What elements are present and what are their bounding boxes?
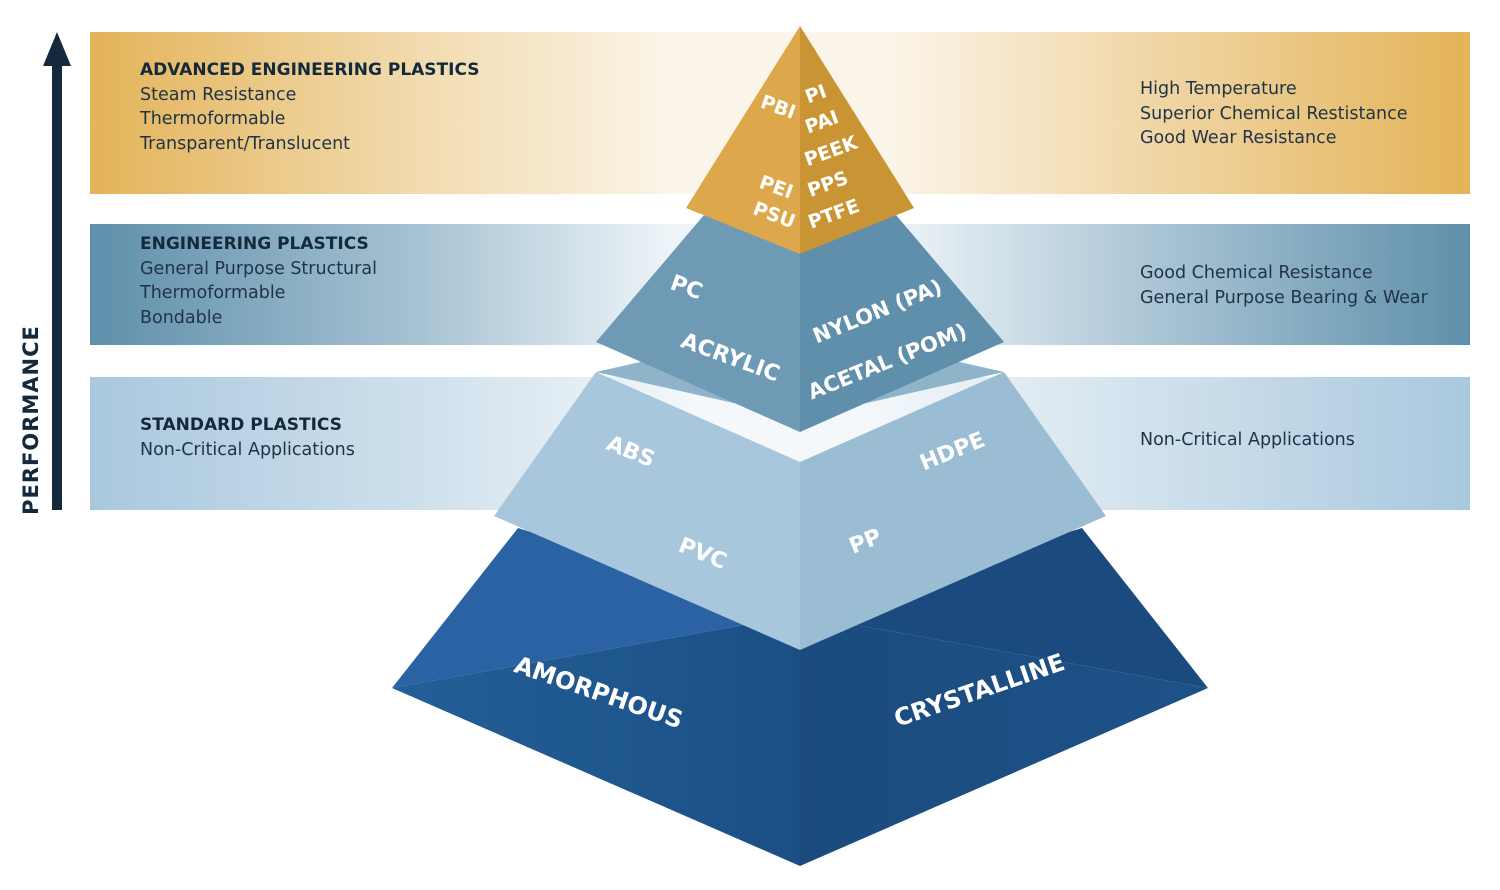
standard-face-left (494, 372, 800, 650)
pyramid-tier-base: AMORPHOUS CRYSTALLINE (392, 528, 1208, 866)
engineering-band-title: ENGINEERING PLASTICS (140, 234, 369, 254)
engineering-left-line: General Purpose Structural (140, 258, 377, 279)
engineering-band-description: ENGINEERING PLASTICS General Purpose Str… (140, 232, 377, 330)
base-face-left (392, 615, 800, 866)
engineering-left-line: Bondable (140, 307, 223, 328)
standard-band-description: STANDARD PLASTICS Non-Critical Applicati… (140, 413, 355, 462)
engineering-right-line: Good Chemical Resistance (1140, 263, 1373, 283)
advanced-left-line: Transparent/Translucent (140, 133, 351, 154)
engineering-right-line: General Purpose Bearing & Wear (1140, 287, 1428, 308)
advanced-right-line: Superior Chemical Restistance (1140, 103, 1408, 124)
standard-right-line: Non-Critical Applications (1140, 430, 1355, 450)
standard-band-properties: Non-Critical Applications (1140, 428, 1355, 453)
advanced-band-properties: High Temperature Superior Chemical Resti… (1140, 77, 1408, 151)
engineering-band-properties: Good Chemical Resistance General Purpose… (1140, 261, 1428, 310)
advanced-left-line: Steam Resistance (140, 84, 297, 105)
advanced-band-title: ADVANCED ENGINEERING PLASTICS (140, 60, 480, 80)
standard-face-right (800, 372, 1106, 650)
advanced-left-line: Thermoformable (140, 109, 286, 129)
pyramid-tier-advanced: PBI PEI PSU PI PAI PEEK PPS PTFE (686, 26, 914, 254)
base-back-right (800, 528, 1208, 688)
engineering-face-left (596, 208, 800, 432)
advanced-band-description: ADVANCED ENGINEERING PLASTICS Steam Resi… (140, 58, 480, 156)
advanced-right-line: Good Wear Resistance (1140, 128, 1337, 148)
arrow-head-icon (43, 32, 71, 66)
top-face-left (686, 26, 800, 254)
engineering-face-right (800, 208, 1004, 432)
base-face-right (800, 615, 1208, 866)
standard-band-title: STANDARD PLASTICS (140, 415, 342, 435)
engineering-left-line: Thermoformable (140, 283, 286, 303)
base-back-left (392, 528, 800, 688)
advanced-right-line: High Temperature (1140, 79, 1297, 99)
performance-arrow (52, 62, 62, 510)
top-face-right (800, 26, 914, 254)
standard-left-line: Non-Critical Applications (140, 439, 355, 460)
